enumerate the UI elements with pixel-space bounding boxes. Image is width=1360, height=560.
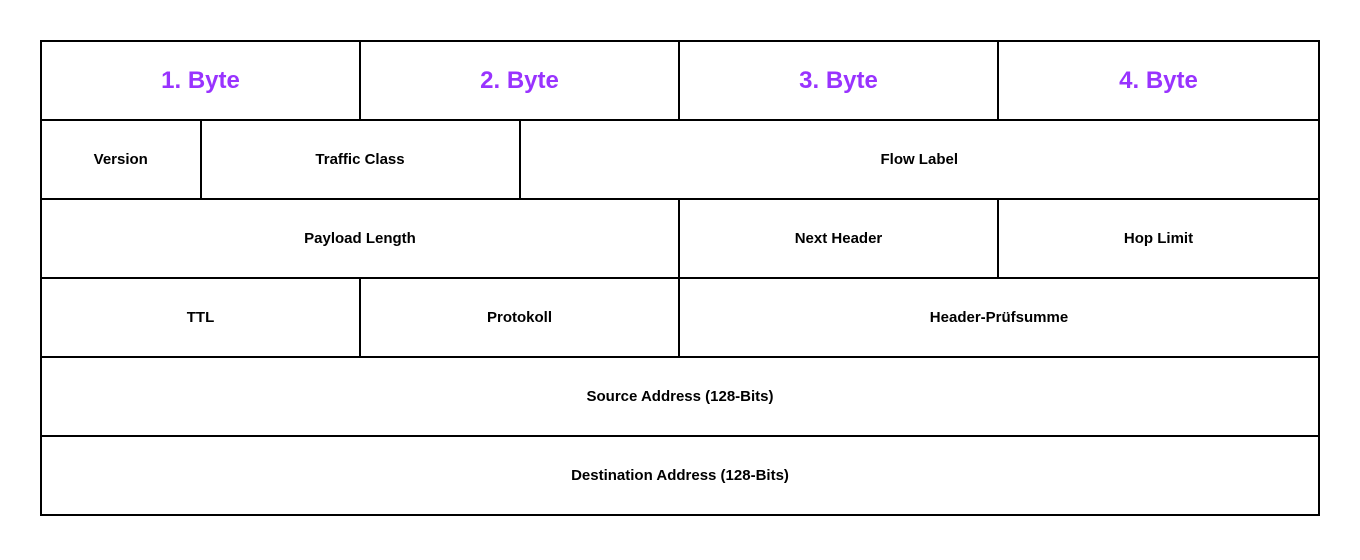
field-row-source-address: Source Address (128-Bits): [42, 358, 1318, 437]
cell-flow-label: Flow Label: [880, 151, 958, 168]
field-row-destination-address: Destination Address (128-Bits): [42, 437, 1318, 514]
cell-version: Version: [42, 121, 202, 198]
byte-header-3: 3. Byte: [680, 42, 999, 119]
cell-protokoll: Protokoll: [361, 279, 680, 356]
byte-header-1: 1. Byte: [42, 42, 361, 119]
cell-header-pruefsumme: Header-Prüfsumme: [929, 309, 1069, 326]
byte-header-row: 1. Byte 2. Byte 3. Byte 4. Byte: [42, 42, 1318, 121]
cell-destination-address: Destination Address (128-Bits): [571, 467, 789, 484]
field-row-version: Version Traffic Class Flow Label: [42, 121, 1318, 200]
field-row-ttl: TTL Protokoll Header-Prüfsumme: [42, 279, 1318, 358]
cell-ttl: TTL: [42, 279, 361, 356]
protocol-header-diagram: 1. Byte 2. Byte 3. Byte 4. Byte Version …: [40, 40, 1320, 516]
byte-header-4: 4. Byte: [1119, 66, 1198, 94]
cell-hop-limit: Hop Limit: [1123, 230, 1194, 247]
cell-payload-length: Payload Length: [42, 200, 680, 277]
cell-next-header: Next Header: [680, 200, 999, 277]
field-row-payload: Payload Length Next Header Hop Limit: [42, 200, 1318, 279]
byte-header-2: 2. Byte: [361, 42, 680, 119]
cell-traffic-class: Traffic Class: [202, 121, 521, 198]
cell-source-address: Source Address (128-Bits): [586, 388, 774, 405]
